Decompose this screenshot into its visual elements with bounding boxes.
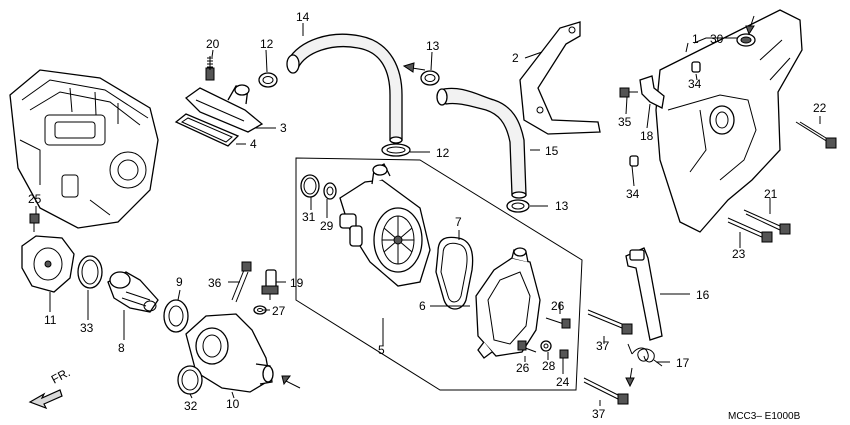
leader-lines <box>35 23 821 406</box>
water-pump-body <box>339 163 431 287</box>
label-part-4: 4 <box>250 137 257 151</box>
hose-clamp-12-upper <box>258 72 278 88</box>
label-part-13-lower: 13 <box>555 199 569 213</box>
bolt-37-lower <box>583 377 629 405</box>
bolt-21 <box>743 209 791 235</box>
flow-arrow-lower <box>281 375 301 389</box>
label-part-30: 30 <box>710 32 724 46</box>
front-direction-label: FR. <box>49 365 73 386</box>
washer-28 <box>540 340 552 352</box>
label-part-25: 25 <box>28 192 42 206</box>
label-part-6: 6 <box>419 299 426 313</box>
spring-17 <box>627 343 663 367</box>
clip-18 <box>639 75 665 109</box>
sensor-19 <box>261 269 279 300</box>
label-part-26-upper: 26 <box>551 299 565 313</box>
bolt-22 <box>795 121 837 149</box>
bolt-37-upper <box>587 309 633 335</box>
front-direction-arrow <box>28 389 63 410</box>
bolt-35 <box>619 87 638 98</box>
bracket-2 <box>519 21 601 135</box>
label-part-9: 9 <box>176 275 183 289</box>
seal-30 <box>736 33 756 47</box>
label-part-2: 2 <box>512 51 519 65</box>
label-part-24: 24 <box>556 375 570 389</box>
hose-clamp-13-upper <box>402 62 440 86</box>
bolt-36 <box>231 261 252 303</box>
hose-14 <box>286 33 403 144</box>
label-part-22: 22 <box>813 101 827 115</box>
flow-arrow-upper <box>745 15 755 36</box>
pump-cover-6 <box>475 247 541 359</box>
label-part-34-upper: 34 <box>688 77 702 91</box>
label-part-23: 23 <box>732 247 746 261</box>
label-part-32: 32 <box>184 399 198 413</box>
label-part-20: 20 <box>206 37 220 51</box>
flow-arrow-spring <box>625 367 635 388</box>
seal-9 <box>163 299 189 333</box>
bolt-24 <box>559 349 569 359</box>
label-part-1: 1 <box>692 32 699 46</box>
shaft-16 <box>625 247 663 341</box>
label-part-27: 27 <box>272 304 286 318</box>
label-part-18: 18 <box>640 129 654 143</box>
label-part-37-lower: 37 <box>592 407 606 421</box>
label-part-29: 29 <box>320 219 334 233</box>
label-part-26-lower: 26 <box>516 361 530 375</box>
label-part-15: 15 <box>545 144 559 158</box>
housing-10 <box>185 313 274 393</box>
bolt-26-lower <box>517 340 537 353</box>
label-part-33: 33 <box>80 321 94 335</box>
label-part-17: 17 <box>676 356 690 370</box>
engine-block <box>9 69 159 229</box>
cover-1 <box>655 9 803 233</box>
hose-clamp-13-lower <box>506 199 530 213</box>
diagram-code: MCC3– E1000B <box>728 411 801 422</box>
bolt-20 <box>205 56 215 81</box>
bolt-23 <box>727 217 773 243</box>
label-part-16: 16 <box>696 288 710 302</box>
assembly-outline-5 <box>295 157 583 391</box>
label-part-12-upper: 12 <box>260 37 274 51</box>
seal-29 <box>323 182 337 200</box>
dowel-34-lower <box>629 155 639 167</box>
o-ring-32 <box>177 365 203 395</box>
thermostat-housing-3 <box>184 84 264 133</box>
bolt-26-upper <box>545 317 571 329</box>
o-ring-31 <box>300 174 320 198</box>
hose-clamp-12-lower <box>381 143 411 157</box>
gasket-7 <box>435 236 474 310</box>
label-part-11: 11 <box>44 313 57 327</box>
bolt-25 <box>29 213 40 232</box>
label-part-14: 14 <box>296 10 310 24</box>
label-part-21: 21 <box>764 187 778 201</box>
label-part-8: 8 <box>118 341 125 355</box>
label-part-10: 10 <box>226 397 240 411</box>
dowel-34-upper <box>691 61 701 73</box>
label-part-5: 5 <box>378 343 385 357</box>
label-part-36: 36 <box>208 276 222 290</box>
label-part-37-upper: 37 <box>596 339 610 353</box>
label-part-28: 28 <box>542 359 556 373</box>
label-part-35: 35 <box>618 115 632 129</box>
part-labels: 1 2 3 4 5 6 7 8 9 10 11 12 12 13 13 14 1… <box>28 10 827 421</box>
label-part-34-lower: 34 <box>626 187 640 201</box>
o-ring-33 <box>77 255 103 289</box>
label-part-7: 7 <box>455 215 462 229</box>
label-part-3: 3 <box>280 121 287 135</box>
label-part-31: 31 <box>302 210 316 224</box>
thermostat-8 <box>107 271 159 313</box>
gasket-4 <box>174 113 240 147</box>
hose-15 <box>436 87 527 199</box>
label-part-13-upper: 13 <box>426 39 440 53</box>
cap-11 <box>21 235 75 293</box>
label-part-12-lower: 12 <box>436 146 450 160</box>
label-part-19: 19 <box>290 276 304 290</box>
